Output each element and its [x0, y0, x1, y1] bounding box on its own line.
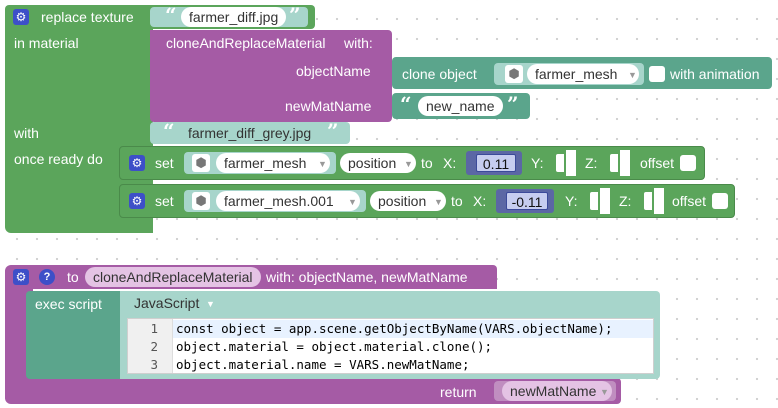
clone-object-dropdown[interactable]: farmer_mesh	[527, 64, 639, 84]
property-dropdown-1[interactable]: position	[340, 153, 416, 173]
code-line[interactable]: object.material.name = VARS.newMatName;	[176, 357, 470, 372]
x-value-field-2[interactable]: -0.11	[506, 192, 548, 210]
cube-icon: ⬢	[195, 155, 207, 170]
with-animation-label: with animation	[670, 66, 760, 82]
z-input-socket-1[interactable]	[610, 154, 618, 172]
to-label-1: to	[421, 155, 433, 171]
y-input-socket-1b	[566, 150, 576, 176]
to-label-2: to	[451, 193, 463, 209]
line-number: 1	[150, 321, 158, 336]
y-label-1: Y:	[531, 155, 544, 171]
clone-material-call-block[interactable]	[150, 30, 392, 122]
open-quote-icon-2: “	[400, 92, 412, 116]
z-input-socket-2b	[654, 188, 664, 214]
code-editor[interactable]: 1 2 3 const object = app.scene.getObject…	[127, 318, 654, 374]
new-mat-name-param-label: newMatName	[285, 98, 372, 114]
active-line-highlight	[173, 320, 653, 338]
chevron-down-icon: ▼	[434, 197, 443, 207]
once-ready-label: once ready do	[14, 151, 103, 167]
z-input-socket-2[interactable]	[644, 192, 652, 210]
offset-checkbox-1[interactable]	[680, 155, 696, 171]
offset-label-2: offset	[672, 193, 706, 209]
gear-icon-set-1[interactable]: ⚙	[129, 155, 145, 171]
help-icon[interactable]: ?	[39, 269, 55, 285]
return-label: return	[440, 384, 477, 400]
open-quote-icon: “	[165, 3, 177, 27]
chevron-down-icon: ▼	[206, 299, 215, 309]
offset-label-1: offset	[640, 155, 674, 171]
function-params-label: with: objectName, newMatName	[266, 269, 468, 285]
open-quote-icon-3: “	[163, 119, 175, 143]
close-quote-icon: ”	[289, 3, 301, 27]
line-number-gutter	[128, 319, 173, 373]
replace-texture-label: replace texture	[41, 9, 134, 25]
z-input-socket-1b	[620, 150, 630, 176]
chevron-down-icon: ▼	[628, 70, 637, 80]
property-dropdown-2[interactable]: position	[370, 191, 446, 211]
clone-object-label: clone object	[402, 66, 477, 82]
cube-icon-box	[505, 65, 523, 83]
gear-icon[interactable]: ⚙	[13, 9, 29, 25]
object-name-param-label: objectName	[296, 63, 371, 79]
x-value-field-1[interactable]: 0.11	[476, 154, 516, 172]
set-label-2: set	[155, 193, 174, 209]
cube-icon: ⬢	[195, 193, 207, 208]
return-value-dropdown[interactable]: newMatName	[502, 381, 612, 401]
proc-to-label: to	[67, 269, 79, 285]
grey-texture-string-block[interactable]	[150, 122, 350, 144]
chevron-down-icon: ▼	[348, 197, 357, 207]
grey-texture-name[interactable]: farmer_diff_grey.jpg	[188, 125, 312, 141]
line-number: 2	[150, 339, 158, 354]
gear-icon-set-2[interactable]: ⚙	[129, 193, 145, 209]
line-number: 3	[150, 357, 158, 372]
function-name-field[interactable]: cloneAndReplaceMaterial	[85, 267, 261, 287]
chevron-down-icon: ▼	[318, 159, 327, 169]
y-label-2: Y:	[565, 193, 578, 209]
chevron-down-icon: ▼	[404, 159, 413, 169]
code-line[interactable]: object.material = object.material.clone(…	[176, 339, 493, 354]
close-quote-icon-2: ”	[507, 92, 519, 116]
offset-checkbox-2[interactable]	[712, 193, 728, 209]
language-dropdown[interactable]: JavaScript	[134, 295, 200, 311]
object-dropdown-2[interactable]: farmer_mesh.001	[216, 191, 360, 211]
in-material-label: in material	[14, 35, 79, 51]
z-label-1: Z:	[585, 155, 598, 171]
x-label-2: X:	[473, 193, 487, 209]
y-input-socket-2b	[600, 188, 610, 214]
clone-call-label: cloneAndReplaceMaterial	[166, 35, 326, 51]
close-quote-icon-3: ”	[327, 119, 339, 143]
new-name-field[interactable]: new_name	[418, 96, 503, 116]
with-label: with	[14, 125, 39, 141]
gear-icon-proc[interactable]: ⚙	[13, 269, 29, 285]
y-input-socket-2[interactable]	[590, 192, 598, 210]
exec-script-label: exec script	[35, 296, 102, 312]
cube-icon-box-1	[192, 154, 210, 172]
code-line[interactable]: const object = app.scene.getObjectByName…	[176, 321, 613, 336]
set-label-1: set	[155, 155, 174, 171]
with-animation-checkbox[interactable]	[649, 66, 665, 82]
texture-name-field[interactable]: farmer_diff.jpg	[181, 7, 287, 27]
clone-with-label: with:	[344, 35, 373, 51]
exec-script-block[interactable]	[26, 291, 122, 379]
chevron-down-icon: ▼	[600, 387, 609, 397]
z-label-2: Z:	[619, 193, 632, 209]
object-dropdown-1[interactable]: farmer_mesh	[216, 153, 330, 173]
cube-icon: ⬢	[508, 66, 520, 81]
x-label-1: X:	[443, 155, 457, 171]
cube-icon-box-2	[192, 192, 210, 210]
y-input-socket-1[interactable]	[556, 154, 564, 172]
